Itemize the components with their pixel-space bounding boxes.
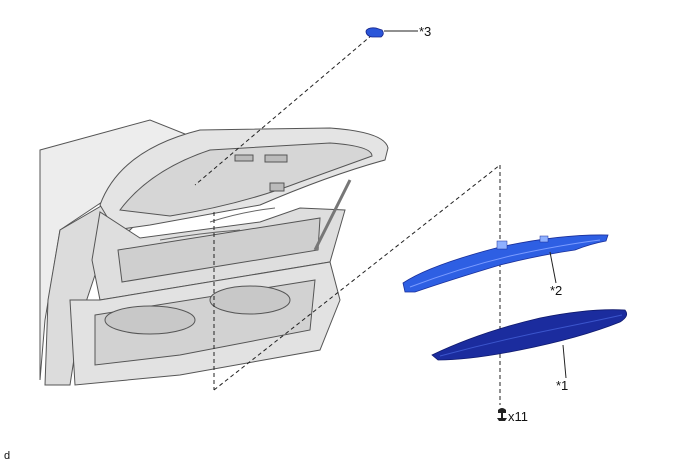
fastener-quantity: x11	[508, 409, 528, 424]
callout-1: *1	[556, 378, 568, 393]
vehicle-rear-illustration	[39, 119, 389, 386]
clip-icon	[497, 408, 507, 421]
callout-3: *3	[419, 24, 431, 39]
explode-lines	[194, 34, 501, 405]
part-3-clip: *3	[365, 24, 431, 39]
callout-2: *2	[550, 283, 562, 298]
figure-code-label: d	[4, 450, 10, 462]
part-1-trim-board: *1	[431, 309, 628, 393]
fastener-callout: x11	[497, 408, 528, 424]
part-2-trim-panel: *2	[402, 234, 609, 298]
